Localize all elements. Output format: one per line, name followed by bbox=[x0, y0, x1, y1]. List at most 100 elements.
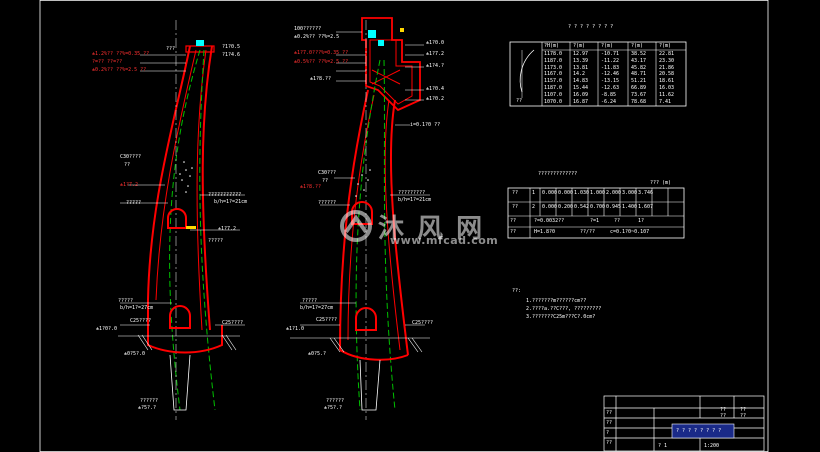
table1-cell: -11.83 bbox=[601, 64, 620, 71]
watermark-url: www.mfcad.com bbox=[390, 234, 499, 247]
section-b-tunnel-lower bbox=[355, 307, 377, 331]
section-b-top-left-5: ±1?8.?? bbox=[310, 76, 332, 82]
title-block-cell-8: ?? bbox=[606, 440, 613, 446]
section-b-cap-cyan-2 bbox=[378, 40, 384, 46]
section-b-right-3: ±1?4.? bbox=[426, 63, 445, 69]
section-a-tunnel-upper bbox=[167, 208, 187, 229]
title-block-cell-3: ?? bbox=[720, 413, 727, 419]
section-a-base-3: ±?5?.? bbox=[138, 405, 157, 411]
section-b-base-1: ±0?5.? bbox=[308, 351, 327, 357]
table1-header-1: ?(m) bbox=[573, 43, 586, 49]
section-b-right-1: ±1?0.0 bbox=[426, 40, 445, 46]
table2-row4-cell: ??/?? bbox=[580, 229, 596, 235]
section-b-top-left-1: 100?????? bbox=[294, 26, 322, 32]
section-b-centerline-1 bbox=[355, 59, 381, 411]
section-b-mid-5: b/h=1?=21cm bbox=[398, 197, 432, 203]
section-b-outer-right bbox=[389, 99, 409, 356]
section-a-mid-6: b/h=1?=21cm bbox=[214, 199, 248, 205]
section-b-mid-2: ?? bbox=[322, 178, 329, 184]
section-b-inner-right bbox=[384, 99, 401, 351]
table2-cell: ?? bbox=[512, 190, 519, 196]
section-b-low-3: C25???? bbox=[316, 317, 338, 323]
title-block-sheet-no: ? 1 bbox=[658, 443, 668, 449]
table1-cell: -10.71 bbox=[601, 51, 620, 57]
table1-cell: 66.89 bbox=[631, 85, 647, 91]
table2-cell: 3.000 bbox=[622, 190, 638, 196]
section-a-right-1: ?1?0.5 bbox=[222, 44, 241, 50]
section-a-low-3: C25???? bbox=[130, 318, 152, 324]
section-a-leaders bbox=[120, 54, 245, 326]
section-a-inner-left bbox=[155, 49, 197, 301]
section-a-right-2: ?1?4.6 bbox=[222, 52, 241, 58]
table2-cell: 2.000 bbox=[606, 190, 622, 196]
table1-cell: 48.71 bbox=[631, 71, 647, 78]
table1-cell: 1070.0 bbox=[544, 98, 563, 105]
table1-cell: 1187.0 bbox=[544, 85, 563, 91]
table1-header-2: ?(m) bbox=[601, 43, 614, 49]
table1-cell: 1173.0 bbox=[544, 64, 563, 71]
title-block-cell-5: ?? bbox=[606, 410, 613, 416]
table1-cell: 1178.0 bbox=[544, 51, 563, 57]
section-b-cap-cyan bbox=[368, 30, 376, 38]
table2-row4-cell: c=0.1?0~0.107 bbox=[610, 229, 650, 235]
table1-cell: -12.63 bbox=[601, 85, 620, 91]
title-block-cell-2: ?? bbox=[740, 407, 747, 413]
section-a-top-block bbox=[196, 40, 204, 46]
title-block-cell-6: ?? bbox=[606, 420, 613, 426]
table2-row3-cell: 1? bbox=[638, 218, 645, 224]
section-a-base-1: ±0?5?.0 bbox=[124, 351, 146, 357]
table2-cell: 0.000 bbox=[542, 204, 558, 210]
section-a-mid-3: ±1?7.2 bbox=[120, 182, 139, 188]
table1-cell: -8.85 bbox=[601, 91, 617, 98]
section-a-mid-1: C30???? bbox=[120, 154, 142, 160]
notes-title: ??: bbox=[512, 288, 522, 294]
section-a-marker bbox=[186, 226, 196, 229]
table1-cell: 1157.0 bbox=[544, 78, 563, 85]
table1-cell: 43.17 bbox=[631, 57, 647, 64]
table2-row3-cell: ?=1 bbox=[590, 218, 600, 224]
section-a-low-5: C25???? bbox=[222, 320, 244, 326]
table1 bbox=[509, 41, 687, 107]
table1-title: ? ? ? ? ? ? ? ? bbox=[568, 24, 614, 30]
notes-item-2: 2.????a.??C???, ????????? bbox=[526, 306, 602, 312]
section-b-right-2: ±1?7.2 bbox=[426, 51, 445, 57]
section-a-low-4: ±1?0?.0 bbox=[96, 326, 118, 332]
table1-cell: 22.81 bbox=[659, 51, 675, 57]
table1-cell: 7.41 bbox=[659, 98, 672, 105]
section-a-mid-8: ????? bbox=[208, 238, 224, 244]
table2-row4-cell: ?? bbox=[510, 229, 517, 235]
watermark-cn: 沐 风 网 bbox=[378, 214, 485, 244]
title-block-cell-4: ?? bbox=[740, 413, 747, 419]
table1-cell: 13.39 bbox=[573, 57, 589, 64]
section-a-concrete-dots bbox=[179, 161, 193, 193]
table1-cell: 78.68 bbox=[631, 98, 647, 105]
table2-row3-cell: ?=0.0032?? bbox=[534, 218, 565, 224]
section-b-top-left-2: ±0.2%?? ??%=2.5 bbox=[294, 34, 340, 40]
table1-cell: 1107.0 bbox=[544, 91, 563, 98]
table2-border bbox=[507, 187, 685, 239]
table1-cell: 1167.0 bbox=[544, 71, 563, 78]
section-b-leaders bbox=[300, 31, 430, 326]
section-b-ground-hatch bbox=[290, 337, 430, 353]
table1-cell: 18.61 bbox=[659, 78, 675, 85]
table2-cell: 0.700 bbox=[590, 204, 606, 210]
notes-item-1: 1.???????m??????cm?? bbox=[526, 298, 587, 304]
section-a-base-2: ?????? bbox=[140, 398, 159, 404]
section-b-low-2: b/h=1?=27cm bbox=[300, 305, 334, 311]
table1-header-0: ?H(m) bbox=[544, 43, 560, 49]
table1-cell: 23.30 bbox=[659, 57, 675, 64]
section-a-top-elev: ??? bbox=[166, 46, 176, 52]
title-block-name-cell bbox=[671, 423, 735, 439]
section-b-concrete-dots bbox=[355, 169, 371, 197]
section-b-low-5: ±1?1.0 bbox=[286, 326, 305, 332]
section-b-mid-6: ?????? bbox=[318, 200, 337, 206]
title-block-cell-1: ?? bbox=[720, 407, 727, 413]
section-a-top-left-label-3: ±0.2%?? ??%=2.5 ?? bbox=[92, 67, 147, 73]
table1-cell: -12.46 bbox=[601, 71, 620, 78]
table1-cell: -6.24 bbox=[601, 98, 617, 105]
table2-cell: 3.746 bbox=[638, 190, 654, 196]
table2-cell: ?? bbox=[512, 204, 519, 210]
title-block-scale: 1:200 bbox=[704, 443, 720, 449]
title-block-drawing-name: ? ? ? ? ? ? ? ? bbox=[676, 428, 722, 434]
